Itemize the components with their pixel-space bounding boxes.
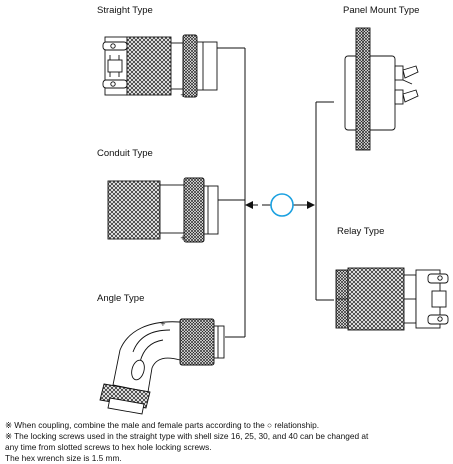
svg-text:+: + — [160, 320, 166, 328]
svg-text:+: + — [180, 234, 186, 242]
left-bracket — [217, 47, 246, 338]
coupling-circle-icon — [270, 193, 294, 217]
right-bracket — [315, 101, 334, 301]
straight-type-label: Straight Type — [97, 5, 153, 16]
relay-type-connector — [335, 267, 449, 331]
relay-type-label: Relay Type — [337, 226, 385, 237]
hex-wrench-note: The hex wrench size is 1.5 mm. — [5, 453, 122, 463]
locking-screw-note-continued: any time from slotted screws to hex hole… — [5, 442, 212, 452]
coupling-arrow — [245, 193, 315, 217]
coupling-note: ※ When coupling, combine the male and fe… — [5, 420, 320, 430]
straight-type-connector: + — [102, 34, 218, 99]
angle-type-connector: + — [99, 318, 225, 415]
panel-mount-type-label: Panel Mount Type — [343, 5, 420, 16]
angle-type-label: Angle Type — [97, 293, 145, 304]
connector-diagram: + + + — [99, 27, 449, 415]
locking-screw-note: ※ The locking screws used in the straigh… — [5, 431, 369, 441]
panel-mount-type-connector — [344, 27, 419, 151]
conduit-type-connector: + — [107, 177, 219, 243]
svg-text:+: + — [180, 91, 186, 99]
conduit-type-label: Conduit Type — [97, 148, 153, 159]
